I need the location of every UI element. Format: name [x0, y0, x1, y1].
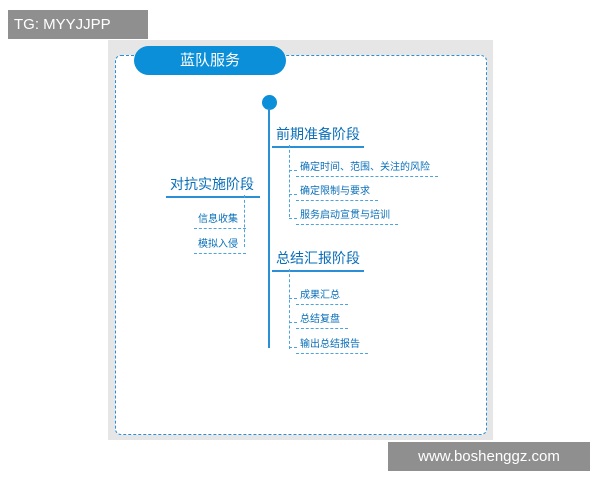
phase-summary-item-1: 成果汇总: [296, 286, 348, 305]
phase-prep-item-2: 确定限制与要求: [296, 182, 378, 201]
phase-attack-connector: [244, 195, 245, 247]
title-pill: 蓝队服务: [134, 46, 286, 75]
phase-prep-connector: [289, 145, 290, 217]
phase-summary-item-3: 输出总结报告: [296, 335, 368, 354]
phase-summary-tick-2: [289, 322, 297, 324]
phase-prep-item-3: 服务启动宣贯与培训: [296, 206, 398, 225]
phase-attack-label: 对抗实施阶段: [166, 174, 260, 198]
phase-prep-item-1: 确定时间、范围、关注的风险: [296, 158, 438, 177]
phase-summary-tick-3: [289, 347, 297, 349]
watermark: www.boshenggz.com: [388, 442, 590, 471]
timeline-spine: [268, 108, 270, 348]
diagram-card: [115, 55, 487, 435]
timeline-start-dot: [262, 95, 277, 110]
phase-prep-tick-3: [289, 218, 297, 220]
tg-badge: TG: MYYJJPP: [8, 10, 148, 39]
phase-attack-item-1: 信息收集: [194, 210, 246, 229]
phase-summary-item-2: 总结复盘: [296, 310, 348, 329]
phase-prep-tick-1: [289, 170, 297, 172]
phase-summary-label: 总结汇报阶段: [272, 248, 364, 272]
phase-summary-connector: [289, 269, 290, 349]
phase-prep-label: 前期准备阶段: [272, 124, 364, 148]
phase-attack-item-2: 模拟入侵: [194, 235, 246, 254]
phase-summary-tick-1: [289, 298, 297, 300]
phase-prep-tick-2: [289, 194, 297, 196]
